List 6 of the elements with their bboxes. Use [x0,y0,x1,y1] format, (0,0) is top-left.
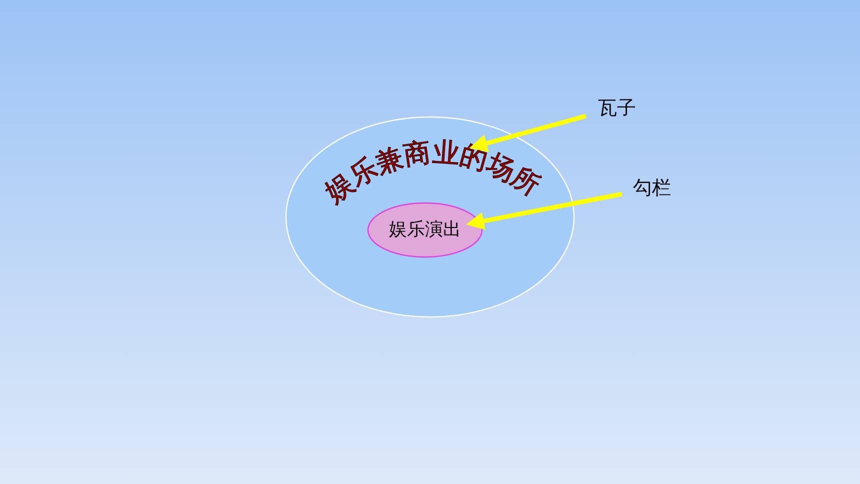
arrow [466,192,622,230]
callout-label: 勾栏 [633,175,671,201]
node-text: 娱乐演出 [388,218,462,241]
arrow [469,114,587,152]
callout-label: 瓦子 [598,95,636,121]
arched-heading: 娱乐兼商业的场所 [320,136,545,209]
